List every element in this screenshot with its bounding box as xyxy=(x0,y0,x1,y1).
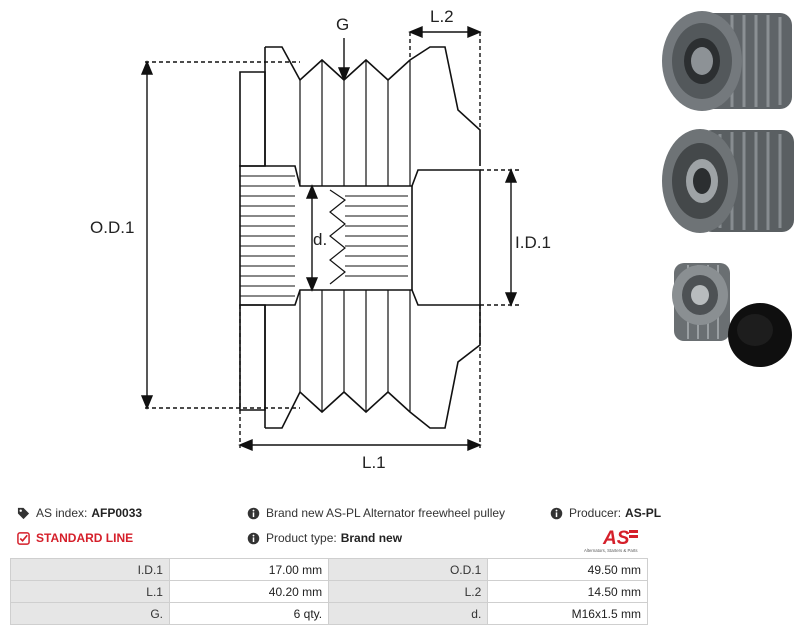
spec-value: M16x1.5 mm xyxy=(487,602,648,625)
as-index-value: AFP0033 xyxy=(91,506,143,520)
pulley-photo-small xyxy=(672,263,730,341)
label-od1: O.D.1 xyxy=(90,218,134,237)
label-id1: I.D.1 xyxy=(515,233,551,252)
spec-key: L.1 xyxy=(10,580,170,603)
spec-key: L.2 xyxy=(328,580,489,603)
spec-value: 14.50 mm xyxy=(487,580,648,603)
tag-icon xyxy=(17,507,30,519)
product-type-label: Product type: xyxy=(266,531,337,545)
producer-row: Producer: AS-PL xyxy=(550,506,661,520)
pulley-cap-photo xyxy=(728,303,792,367)
table-row: I.D.1 17.00 mm O.D.1 49.50 mm xyxy=(10,558,648,581)
specs-table: I.D.1 17.00 mm O.D.1 49.50 mm L.1 40.20 … xyxy=(10,558,648,625)
info-icon xyxy=(247,532,260,544)
technical-drawing: G L.2 O.D.1 d. I.D.1 L.1 xyxy=(90,7,551,472)
description-text: Brand new AS-PL Alternator freewheel pul… xyxy=(266,506,506,520)
label-g: G xyxy=(336,15,349,34)
label-l2: L.2 xyxy=(430,7,454,26)
pulley-photo-front xyxy=(662,11,792,111)
checkbox-icon xyxy=(17,531,30,545)
standard-line-row: STANDARD LINE xyxy=(17,531,133,545)
info-icon xyxy=(550,507,563,519)
info-icon xyxy=(247,507,260,519)
standard-line-label: STANDARD LINE xyxy=(36,531,134,545)
product-type-row: Product type: Brand new xyxy=(247,531,402,545)
logo-tagline: Alternators, Starters & Parts xyxy=(584,548,638,553)
spec-key: d. xyxy=(328,602,489,625)
spec-value: 49.50 mm xyxy=(487,558,648,581)
spec-value: 17.00 mm xyxy=(168,558,330,581)
spec-key: O.D.1 xyxy=(328,558,489,581)
table-row: G. 6 qty. d. M16x1.5 mm xyxy=(10,602,648,625)
producer-value: AS-PL xyxy=(625,506,662,520)
spec-key: I.D.1 xyxy=(10,558,170,581)
description-row: Brand new AS-PL Alternator freewheel pul… xyxy=(247,506,505,520)
label-d: d. xyxy=(313,230,327,249)
as-pl-logo: AS Alternators, Starters & Parts xyxy=(584,528,638,553)
as-index-row: AS index: AFP0033 xyxy=(17,506,142,520)
label-l1: L.1 xyxy=(362,453,386,472)
spec-key: G. xyxy=(10,602,170,625)
spec-value: 40.20 mm xyxy=(168,580,330,603)
as-index-label: AS index: xyxy=(36,506,88,520)
table-row: L.1 40.20 mm L.2 14.50 mm xyxy=(10,580,648,603)
producer-label: Producer: xyxy=(569,506,622,520)
spec-value: 6 qty. xyxy=(168,602,330,625)
logo-mark: AS xyxy=(602,528,630,549)
product-type-value: Brand new xyxy=(340,531,403,545)
pulley-photo-angled xyxy=(662,129,794,233)
